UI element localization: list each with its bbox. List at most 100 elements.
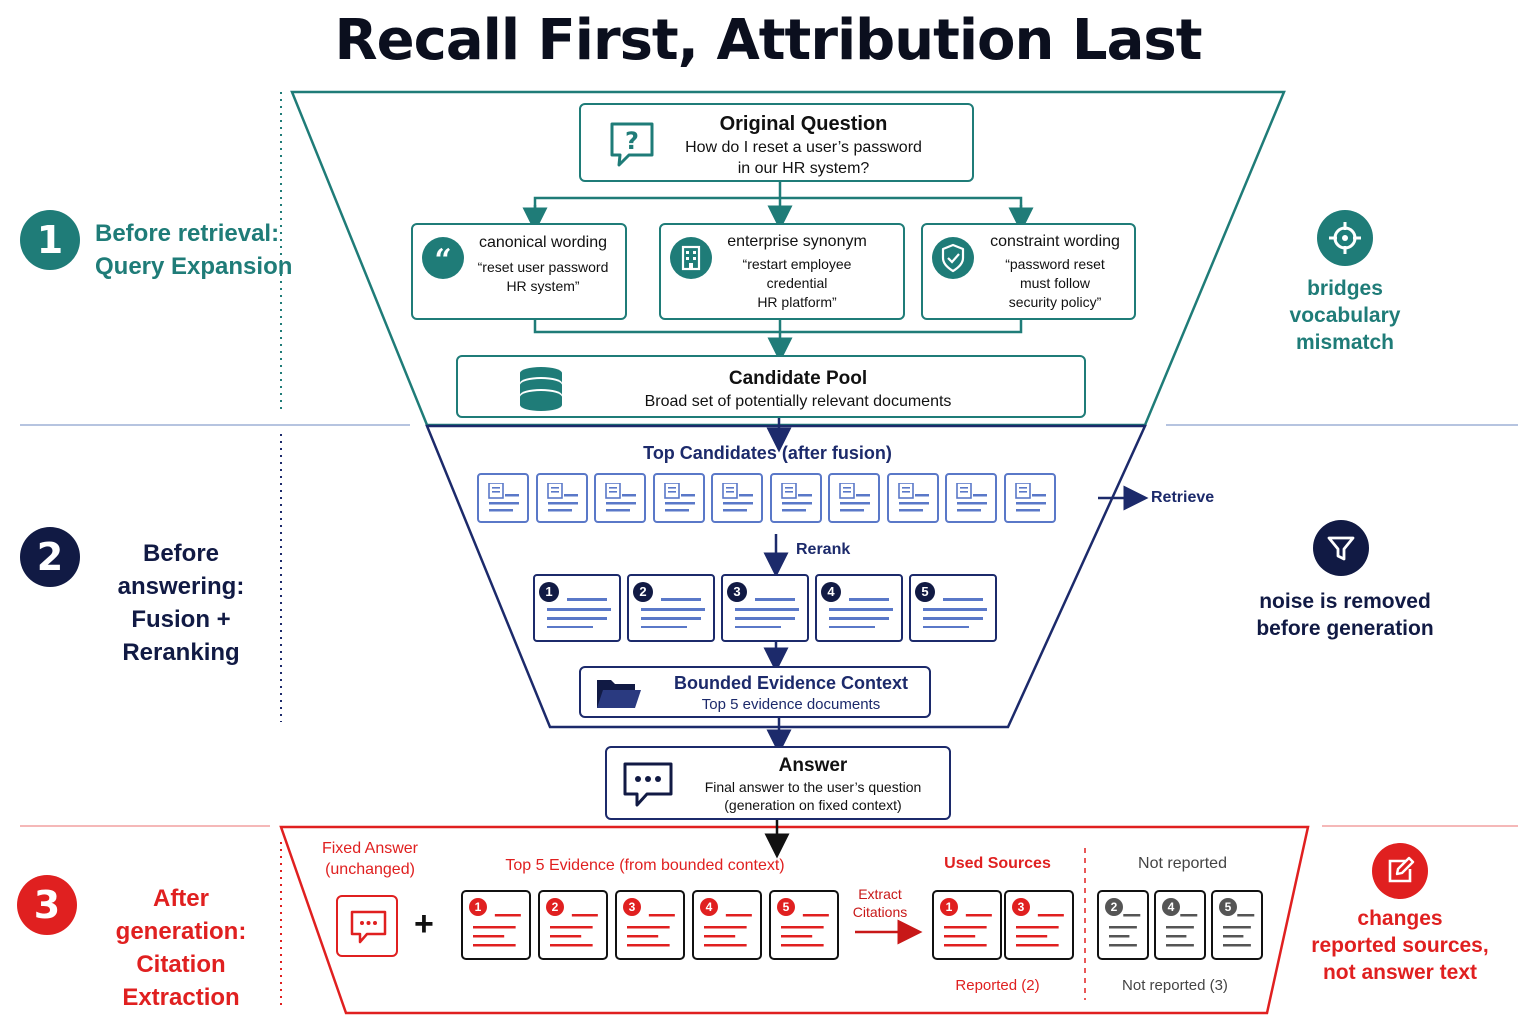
fixed-answer-line1: Fixed Answer — [321, 840, 419, 857]
evidence-number: 3 — [1012, 898, 1030, 916]
expansion-synonym-line1: “restart employee — [742, 256, 852, 272]
expansion-synonym-title: enterprise synonym — [727, 233, 867, 250]
svg-text:?: ? — [625, 127, 639, 155]
filter-icon — [1313, 520, 1369, 576]
expansion-constraint-title: constraint wording — [990, 233, 1120, 250]
text-lines-icon — [735, 598, 799, 628]
candidate-doc — [769, 473, 822, 523]
evidence-number: 3 — [623, 898, 641, 916]
step-2-line1: Before answering: — [117, 540, 245, 600]
side-note-1-line1: bridges — [1307, 277, 1383, 300]
used-sources-title: Used Sources — [944, 855, 1051, 872]
side-note-2-line2: before generation — [1256, 617, 1434, 640]
side-note-3-line2: reported sources, — [1311, 934, 1489, 957]
not-doc: 4 — [1154, 890, 1206, 960]
text-lines-icon — [627, 914, 675, 947]
used-doc: 3 — [1004, 890, 1074, 960]
step-1-label: Before retrieval: Query Expansion — [95, 217, 292, 283]
side-note-3: changes reported sources, not answer tex… — [1310, 905, 1490, 986]
expansion-synonym-line3: HR platform” — [757, 294, 837, 310]
answer-box: Answer Final answer to the user’s questi… — [605, 746, 951, 820]
document-icon — [956, 483, 987, 512]
page-title: Recall First, Attribution Last — [334, 8, 1203, 73]
text-lines-icon — [641, 598, 705, 628]
answer-line2: (generation on fixed context) — [724, 797, 902, 813]
used-doc: 1 — [932, 890, 1002, 960]
text-lines-icon — [1016, 914, 1064, 947]
candidate-doc — [711, 473, 763, 523]
bounded-context-subtitle: Top 5 evidence documents — [701, 696, 881, 713]
text-lines-icon — [550, 914, 598, 947]
retrieve-label: Retrieve — [1151, 489, 1215, 506]
folder-icon — [595, 674, 643, 717]
database-icon — [518, 365, 564, 418]
candidate-doc — [594, 473, 646, 523]
text-lines-icon — [1109, 914, 1141, 947]
candidate-doc — [828, 473, 880, 523]
step-3-line2: Citation Extraction — [122, 951, 240, 1011]
side-note-3-line3: not answer text — [1322, 961, 1478, 984]
original-question-box: ? Original Question How do I reset a use… — [579, 103, 974, 182]
svg-text:“: “ — [434, 243, 451, 278]
extract-citations-label: Extract Citations — [845, 885, 915, 921]
text-lines-icon — [944, 914, 992, 947]
edit-icon — [1372, 843, 1428, 899]
fixed-answer-box — [336, 895, 398, 957]
candidate-doc — [477, 473, 529, 523]
expansion-canonical-line1: “reset user password — [477, 259, 609, 275]
question-title: Original Question — [719, 113, 888, 135]
document-icon — [839, 483, 870, 512]
text-lines-icon — [1166, 914, 1198, 947]
expansion-synonym-line2: credential — [766, 275, 828, 291]
candidate-doc — [1003, 473, 1056, 523]
target-icon — [1317, 210, 1373, 266]
candidate-doc — [535, 473, 588, 523]
expansion-constraint-line1: “password reset — [1005, 256, 1105, 272]
candidate-pool-box: Candidate Pool Broad set of potentially … — [456, 355, 1086, 418]
not-doc: 5 — [1211, 890, 1263, 960]
reranked-doc: 5 — [909, 574, 997, 642]
text-lines-icon — [704, 914, 752, 947]
evidence-doc: 4 — [692, 890, 762, 960]
document-icon — [722, 483, 753, 512]
evidence-number: 4 — [1162, 898, 1180, 916]
rerank-label: Rerank — [796, 541, 851, 558]
evidence-doc: 3 — [615, 890, 685, 960]
document-icon — [663, 483, 695, 512]
evidence-doc: 1 — [461, 890, 531, 960]
candidate-doc — [886, 473, 939, 523]
evidence-number: 4 — [700, 898, 718, 916]
document-icon — [605, 483, 636, 512]
evidence-number: 1 — [940, 898, 958, 916]
candidate-pool-title: Candidate Pool — [728, 368, 868, 389]
evidence-doc: 2 — [538, 890, 608, 960]
fixed-answer-line2: (unchanged) — [325, 861, 415, 878]
quote-icon: “ — [422, 237, 464, 279]
reranked-doc: 3 — [721, 574, 809, 642]
not-doc: 2 — [1097, 890, 1149, 960]
expansion-synonym: enterprise synonym “restart employee cre… — [659, 223, 905, 320]
text-lines-icon — [1223, 914, 1255, 947]
candidate-pool-subtitle: Broad set of potentially relevant docume… — [644, 393, 952, 410]
step-1-badge: 1 — [20, 210, 80, 270]
step-2-label: Before answering: Fusion + Reranking — [90, 537, 272, 669]
question-line1: How do I reset a user’s password — [685, 139, 922, 156]
expansion-constraint: constraint wording “password reset must … — [921, 223, 1136, 320]
side-note-1-line2: vocabulary — [1289, 304, 1401, 327]
document-icon — [1014, 483, 1046, 512]
building-icon — [670, 237, 712, 279]
shield-icon — [932, 237, 974, 279]
step-3-badge: 3 — [17, 875, 77, 935]
text-lines-icon — [547, 598, 611, 628]
side-note-1: bridges vocabulary mismatch — [1270, 275, 1420, 356]
reranked-doc: 1 — [533, 574, 621, 642]
bounded-context-box: Bounded Evidence Context Top 5 evidence … — [579, 666, 931, 718]
expansion-constraint-line3: security policy” — [1008, 294, 1102, 310]
step-1-line1: Before retrieval: — [95, 220, 280, 247]
document-icon — [897, 483, 929, 512]
not-reported-title: Not reported — [1138, 855, 1227, 872]
rank-number: 1 — [539, 582, 559, 602]
top-candidates-title: Top Candidates (after fusion) — [643, 443, 892, 463]
rank-number: 2 — [633, 582, 653, 602]
